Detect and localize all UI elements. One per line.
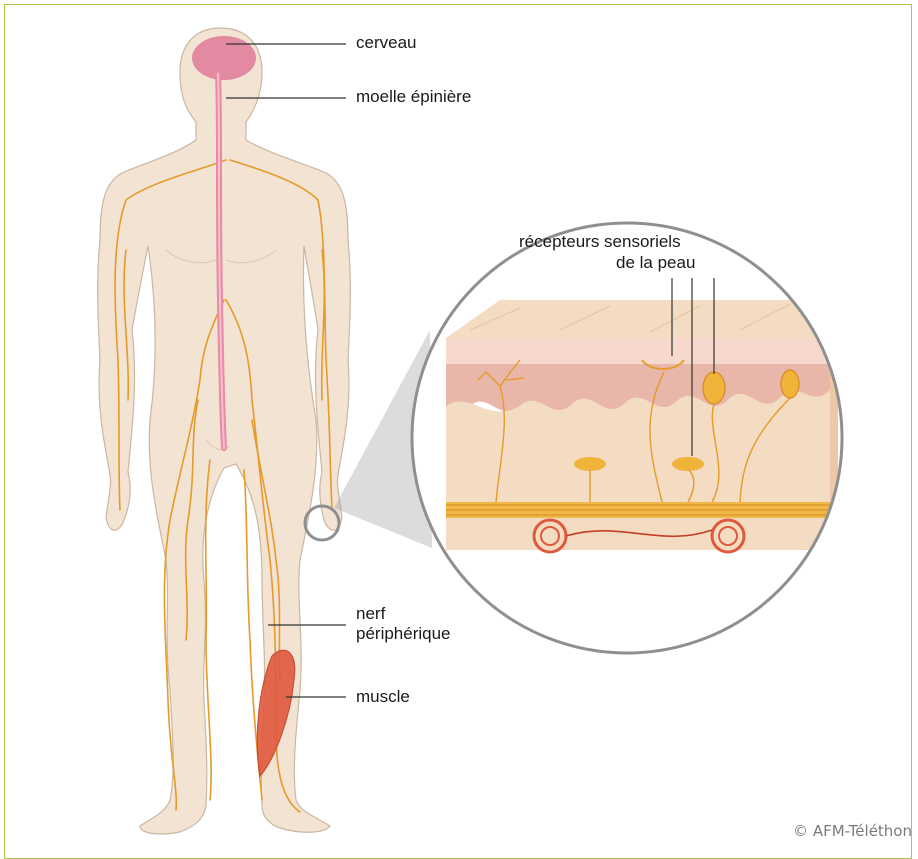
label-nerve-line2: périphérique	[356, 624, 451, 644]
label-receptors-line1: récepteurs sensoriels	[519, 232, 681, 252]
skin-cross-section	[412, 223, 842, 653]
label-brain: cerveau	[356, 33, 416, 53]
label-nerve-line1: nerf	[356, 604, 385, 624]
copyright-credit: © AFM-Téléthon	[793, 822, 912, 840]
label-receptors-line2: de la peau	[616, 253, 695, 273]
label-muscle: muscle	[356, 687, 410, 707]
label-spinal-cord: moelle épinière	[356, 87, 471, 107]
